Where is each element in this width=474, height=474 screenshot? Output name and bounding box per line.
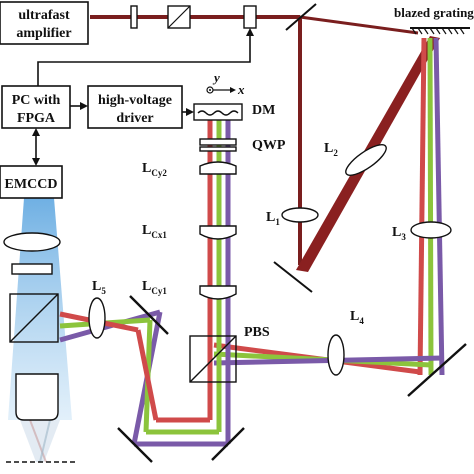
emccd-label: EMCCD <box>5 177 58 192</box>
beam-to-grating <box>299 15 419 35</box>
qwp-plate <box>199 138 237 146</box>
focus-ray-2 <box>39 419 51 463</box>
tube-lens <box>3 232 61 252</box>
beam-red-l3 <box>417 37 427 376</box>
mirror-bottom-right <box>407 343 467 397</box>
deformable-mirror <box>193 103 243 121</box>
qwp-label: QWP <box>252 138 286 153</box>
amplifier-box <box>0 1 89 45</box>
qwp-plate-2 <box>199 146 237 152</box>
lens-l4 <box>327 334 345 376</box>
lens-lcx1 <box>199 225 237 240</box>
amplifier-label-2: amplifier <box>16 26 71 41</box>
pc-label-2: FPGA <box>17 111 56 126</box>
amplifier-label-1: ultrafast <box>18 8 70 23</box>
polarizer-cube-diagonal <box>167 5 191 29</box>
lens-l5 <box>88 297 106 339</box>
mirror-bottom-mid <box>211 427 245 461</box>
l1-label: L1 <box>266 210 280 227</box>
objective-lens <box>15 373 59 421</box>
lens-l1 <box>281 207 319 223</box>
grating-label: blazed grating <box>394 5 474 20</box>
lens-l3 <box>410 221 452 239</box>
pc-label-1: PC with <box>12 93 61 108</box>
lcy2-label: LCy2 <box>142 161 167 178</box>
shutter <box>243 5 257 29</box>
lcy1-label: LCy1 <box>142 279 167 296</box>
l2-label: L2 <box>324 141 338 158</box>
dm-surface-wave <box>197 110 239 116</box>
mirror-l5 <box>129 295 169 335</box>
driver-label-2: driver <box>116 111 153 126</box>
wire-pc-to-shutter <box>37 30 251 86</box>
axis-x-arrowhead <box>230 87 236 93</box>
pbs-label: PBS <box>244 325 270 340</box>
pbs-diagonal <box>189 335 237 383</box>
emccd-box <box>0 165 63 199</box>
focus-ray-1 <box>29 419 47 463</box>
pbs-cube <box>189 335 237 383</box>
wire-pc-to-shutter-arrow <box>246 28 254 36</box>
dichroic-diagonal <box>9 293 59 343</box>
dichroic-cube <box>9 293 59 343</box>
wire-pc-emccd-arrow-down <box>32 158 40 166</box>
l4-label: L4 <box>350 309 364 326</box>
mirror-bottom-left <box>117 427 153 463</box>
driver-box <box>87 85 183 129</box>
driver-label-1: high-voltage <box>98 93 172 108</box>
fluorescence-tail <box>20 420 60 462</box>
wire-pc-emccd-arrow-up <box>32 128 40 136</box>
beam-purple-l3 <box>433 37 445 376</box>
axis-y-label: y <box>212 70 220 85</box>
lens-lcy1 <box>199 285 237 300</box>
mirror-fan <box>273 261 313 293</box>
lens-l2 <box>345 144 387 176</box>
wire-driver-to-dm-arrow <box>186 108 194 116</box>
lens-lcy2 <box>199 161 237 175</box>
emission-filter <box>11 263 53 275</box>
lcx1-label: LCx1 <box>142 223 167 240</box>
fluorescence-beam <box>8 198 72 420</box>
waveplate-1 <box>130 5 138 29</box>
mirror-top <box>285 3 317 31</box>
wire-pc-to-driver-arrow <box>80 102 88 110</box>
l5-label: L5 <box>92 279 106 296</box>
grating-teeth <box>411 27 465 35</box>
beam-green-l3 <box>427 37 434 376</box>
l3-label: L3 <box>392 225 406 242</box>
axis-y-dot <box>209 89 211 91</box>
beam-red-diag <box>135 329 159 421</box>
dm-label: DM <box>252 103 275 118</box>
axis-x-label: x <box>237 82 245 97</box>
